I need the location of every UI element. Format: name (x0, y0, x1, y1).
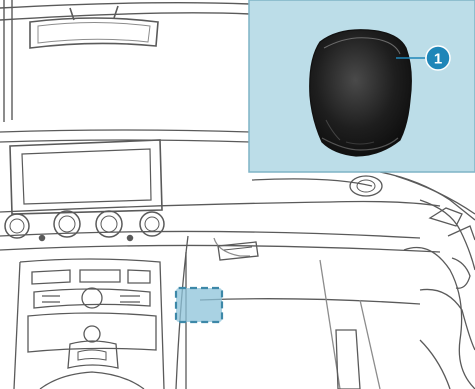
cover-cap-part (310, 30, 412, 156)
highlight-region (176, 288, 222, 322)
callout-label: 1 (434, 51, 442, 68)
detail-view: 1 (249, 0, 475, 172)
dashed-location-box (176, 288, 222, 322)
center-console (14, 259, 164, 389)
callout-marker: 1 (426, 46, 450, 70)
passenger-door (350, 172, 475, 389)
rear-view-mirror (30, 6, 158, 48)
center-display (10, 140, 162, 214)
air-vents (5, 211, 164, 241)
